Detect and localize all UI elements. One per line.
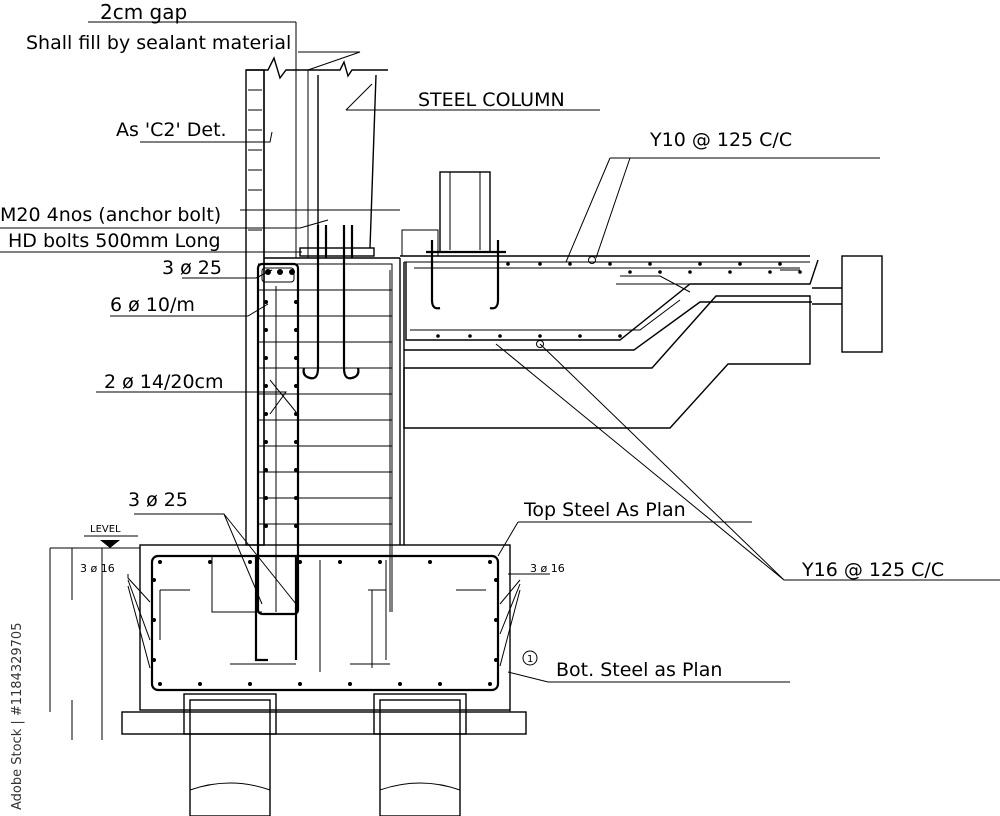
stock-credit: Adobe Stock | #1184329705 xyxy=(10,622,25,810)
bot-steel-label: Bot. Steel as Plan xyxy=(556,659,722,681)
steel-column-label: STEEL COLUMN xyxy=(418,89,565,111)
y16-label: Y16 @ 125 C/C xyxy=(801,559,944,581)
as-c2-label: As 'C2' Det. xyxy=(116,119,227,141)
footing xyxy=(121,544,527,735)
level-label: LEVEL xyxy=(90,524,121,535)
anchor-bolts xyxy=(302,225,360,380)
slab-section xyxy=(400,171,883,545)
y10-label: Y10 @ 125 C/C xyxy=(649,129,792,151)
pedestal-rebar-cage xyxy=(230,262,393,672)
anchor-bolt-label-line1: M20 4nos (anchor bolt) xyxy=(0,204,221,226)
rebar-3-16-left-label: 3 ø 16 xyxy=(80,562,115,575)
level-marker xyxy=(49,535,140,740)
insulation-layer xyxy=(403,295,811,429)
leader-lines xyxy=(0,21,1000,683)
rebar-3-25-bottom-label: 3 ø 25 xyxy=(128,489,188,511)
top-steel-label: Top Steel As Plan xyxy=(523,499,686,521)
gap-label-line1: 2cm gap xyxy=(100,0,187,24)
anchor-bolt-label-line2: HD bolts 500mm Long xyxy=(8,230,221,252)
rebar-6-10-label: 6 ø 10/m xyxy=(110,294,195,316)
pedestal xyxy=(230,22,401,672)
rebar-2-14-label: 2 ø 14/20cm xyxy=(104,371,224,393)
piles xyxy=(183,693,467,816)
rebar-3-16-right-label: 3 ø 16 xyxy=(530,562,565,575)
gap-label-line2: Shall fill by sealant material xyxy=(26,32,291,54)
rebar-3-25-top-label: 3 ø 25 xyxy=(162,257,222,279)
circle-marker-label: 1 xyxy=(527,654,533,665)
